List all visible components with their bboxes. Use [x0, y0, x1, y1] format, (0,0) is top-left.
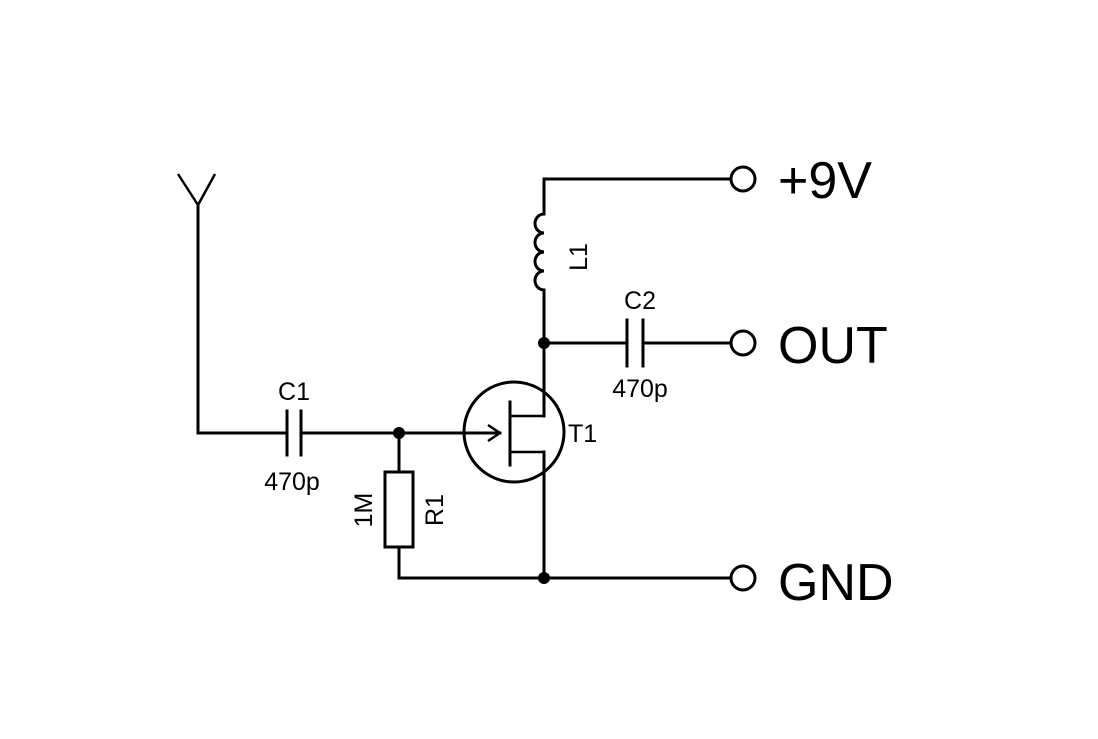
terminal-ground [729, 564, 757, 592]
ground-terminal-label: GND [778, 554, 894, 612]
t1-ref-label: T1 [568, 420, 597, 448]
antenna-symbol [176, 173, 217, 435]
resistor-r1 [383, 470, 415, 549]
c2-ref-label: C2 [624, 287, 656, 315]
transistor-t1 [462, 380, 566, 484]
r1-ref-label: R1 [421, 494, 449, 526]
terminal-output [729, 329, 757, 357]
capacitor-c1 [285, 409, 303, 457]
supply-terminal-label: +9V [778, 152, 872, 210]
r1-value-label: 1M [350, 493, 378, 528]
terminal-supply [729, 165, 757, 193]
c1-value-label: 470p [264, 468, 320, 496]
c1-ref-label: C1 [278, 378, 310, 406]
output-terminal-label: OUT [778, 317, 888, 375]
capacitor-c2 [625, 318, 645, 368]
gate-arrow [487, 423, 501, 443]
l1-ref-label: L1 [565, 243, 593, 271]
c2-value-label: 470p [612, 375, 668, 403]
inductor-l1 [533, 177, 546, 345]
